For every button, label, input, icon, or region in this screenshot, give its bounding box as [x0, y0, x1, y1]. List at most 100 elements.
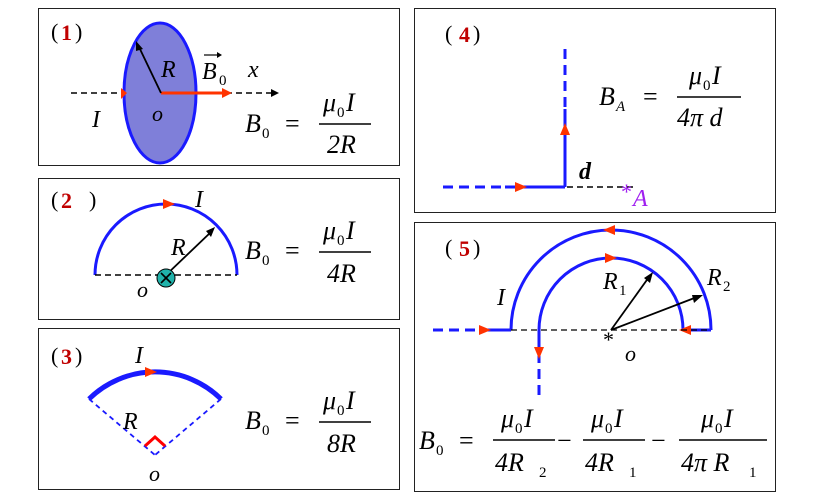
panel-3: ( 3 ) I R o B 0 = μ 0 I 8R: [38, 328, 400, 490]
label-B-sub: 0: [219, 73, 227, 89]
inner-arc-arrow: [605, 253, 617, 263]
label-R: R: [170, 235, 186, 261]
label-R: R: [160, 57, 176, 83]
radius-arrowhead: [136, 41, 143, 51]
term3-den-sub: 1: [749, 465, 757, 481]
panel-4-number: 4: [459, 22, 470, 47]
incoming-current-arrow: [479, 325, 491, 335]
label-I: I: [194, 187, 204, 213]
label-B: B: [202, 59, 217, 85]
panel-5: ( 5 ) * o I R 1 R 2 B 0 = μ 0 I: [414, 222, 776, 492]
current-arrow-up: [560, 123, 570, 135]
radius-left: [88, 398, 156, 456]
radius-R1-line: [610, 276, 650, 331]
label-o: o: [137, 277, 148, 302]
arc-wire: [87, 369, 223, 401]
label-R1: R: [602, 269, 618, 295]
formula-num-sub: 0: [703, 78, 711, 94]
formula-lhs: B: [419, 426, 435, 455]
formula-eq: =: [285, 236, 300, 265]
label-o: o: [625, 341, 636, 366]
current-direction-arrow: [163, 199, 175, 209]
formula-lhs-sub: 0: [436, 443, 444, 459]
formula-lhs-sub: 0: [262, 126, 270, 142]
formula-lhs-sub: A: [615, 99, 626, 115]
b-field-arrowhead: [222, 88, 232, 98]
term3-num: μ: [700, 404, 714, 433]
formula-num-tail: I: [345, 88, 356, 117]
panel-number-open: (: [445, 235, 452, 260]
panel-3-number: 3: [61, 344, 72, 369]
formula-lhs-sub: 0: [262, 423, 270, 439]
term2-num: μ: [590, 404, 604, 433]
term3-den: 4π R: [681, 448, 730, 477]
term1-num-sub: 0: [515, 421, 523, 437]
term1-den-sub: 2: [539, 465, 547, 481]
panel-5-diagram: ( 5 ) * o I R 1 R 2 B 0 = μ 0 I: [419, 225, 767, 481]
outgoing-current-arrow: [534, 347, 544, 359]
panel-number-close: ): [473, 21, 480, 46]
formula-lhs: B: [245, 109, 261, 138]
formula-num-sub: 0: [337, 233, 345, 249]
term1-num: μ: [500, 404, 514, 433]
current-direction-arrow: [145, 367, 157, 377]
panel-number-close: ): [75, 343, 82, 368]
panel-4-diagram: ( 4 ) d * A B A = μ 0 I 4π d: [443, 21, 741, 212]
formula-eq: =: [643, 82, 658, 111]
formula-num: μ: [322, 88, 336, 117]
semicircle-wire: [93, 202, 239, 276]
term3-num-sub: 0: [715, 421, 723, 437]
formula-5: B 0 = μ 0 I 4R 2 − μ 0 I 4R 1 − μ 0 I 4π…: [419, 404, 767, 481]
minus-1: −: [557, 426, 572, 455]
label-R2-sub: 2: [723, 279, 731, 295]
formula-lhs-sub: 0: [262, 253, 270, 269]
label-A: A: [631, 186, 648, 212]
panel-number-open: (: [51, 187, 58, 212]
label-R1-sub: 1: [619, 283, 627, 299]
formula-num: μ: [688, 61, 702, 90]
label-I: I: [496, 285, 506, 311]
radius-line: [165, 231, 212, 276]
formula-4: B A = μ 0 I 4π d: [599, 61, 741, 132]
formula-num-tail: I: [711, 61, 722, 90]
formula-3: B 0 = μ 0 I 8R: [245, 386, 371, 458]
current-direction-arrow: [121, 88, 127, 99]
center-star: *: [603, 327, 614, 352]
outer-arc-arrow: [603, 225, 615, 235]
formula-den: 8R: [327, 429, 356, 458]
panel-number-open: (: [51, 343, 58, 368]
radius-arrowhead: [206, 227, 215, 237]
formula-eq: =: [285, 406, 300, 435]
formula-den: 2R: [327, 130, 356, 159]
axis-arrow: [271, 89, 279, 97]
radius-R2-line: [610, 296, 698, 331]
term3-num-tail: I: [723, 404, 734, 433]
minus-2: −: [651, 426, 666, 455]
formula-den: 4R: [327, 259, 356, 288]
formula-num-tail: I: [345, 216, 356, 245]
label-d: d: [579, 159, 592, 185]
panel-number-open: (: [51, 19, 58, 44]
panel-1-number: 1: [61, 20, 72, 45]
panel-number-close: ): [89, 187, 96, 212]
formula-num-sub: 0: [337, 105, 345, 121]
formula-lhs: B: [245, 236, 261, 265]
radius-R2-arrowhead: [692, 295, 703, 303]
label-I: I: [91, 107, 101, 133]
vector-bar-arrow: [217, 52, 222, 58]
panel-number-close: ): [473, 235, 480, 260]
term2-num-tail: I: [613, 404, 624, 433]
term1-num-tail: I: [523, 404, 534, 433]
panel-3-diagram: ( 3 ) I R o B 0 = μ 0 I 8R: [51, 343, 371, 486]
formula-num-tail: I: [345, 386, 356, 415]
radius-R1-arrowhead: [644, 272, 653, 283]
formula-num: μ: [322, 386, 336, 415]
formula-lhs: B: [245, 406, 261, 435]
term2-den: 4R: [585, 448, 614, 477]
label-x: x: [247, 57, 259, 83]
panel-1: ( 1 ) R o I B 0 x B 0 = μ 0 I 2R: [38, 8, 400, 166]
panel-2-number: 2: [61, 188, 72, 213]
panel-1-diagram: ( 1 ) R o I B 0 x B 0 = μ 0 I 2R: [51, 19, 371, 165]
cross-line-2: [160, 272, 172, 284]
panel-2-diagram: ( 2 ) I R o B 0 = μ 0 I 4R: [51, 187, 371, 302]
